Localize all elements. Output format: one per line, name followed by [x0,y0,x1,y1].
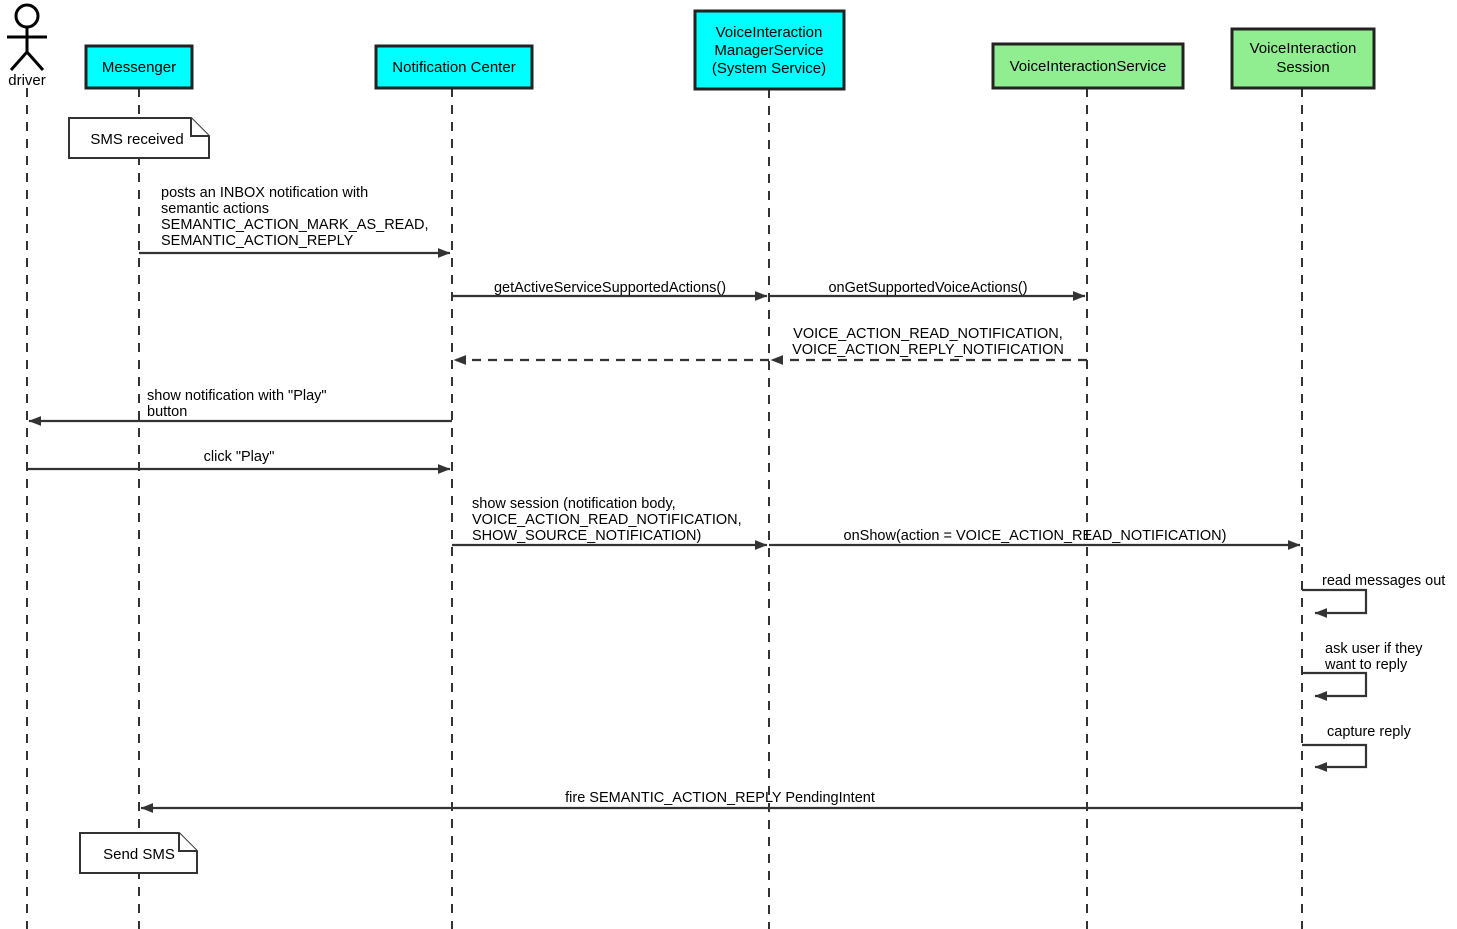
message-click-play[interactable]: click "Play" [27,449,451,474]
message-label-show-notification-2: button [147,404,187,420]
self-message-read-messages-out[interactable]: read messages out [1302,573,1445,618]
participant-box-voice-interaction-manager-service[interactable] [693,9,846,91]
actor-leg-right-icon [25,51,45,71]
message-on-show[interactable]: onShow(action = VOICE_ACTION_READ_NOTIFI… [769,528,1301,550]
note-send-sms-label: Send SMS [103,846,175,863]
message-label-show-session-2: VOICE_ACTION_READ_NOTIFICATION, [472,512,742,528]
note-sms-received: SMS received [68,117,210,159]
actor-head-icon [14,3,40,29]
participant-box-messenger[interactable] [84,44,194,90]
lifelines-group [26,88,1303,929]
message-label-return-voice-actions-1: VOICE_ACTION_READ_NOTIFICATION, [793,326,1063,342]
note-sms-received-shape [68,117,210,159]
message-show-notification-with-play-button[interactable]: show notification with "Play" button [28,388,452,426]
message-label-post-inbox-4: SEMANTIC_ACTION_REPLY [161,233,354,249]
message-label-fire-semantic-action-reply-pending-intent: fire SEMANTIC_ACTION_REPLY PendingIntent [565,790,875,806]
participant-voice-interaction-manager-service[interactable]: VoiceInteraction ManagerService (System … [693,9,846,91]
message-show-session[interactable]: show session (notification body, VOICE_A… [452,496,768,550]
self-message-label-ask-user-1: ask user if they [1325,641,1423,657]
self-message-label-ask-user-2: want to reply [1324,657,1408,673]
note-sms-received-fold-icon [190,118,209,137]
message-label-click-play: click "Play" [204,449,275,465]
participant-box-voice-interaction-service[interactable] [991,42,1185,90]
self-message-label-read-messages-out: read messages out [1322,573,1445,589]
actor-label-driver: driver [8,72,46,89]
actor-leg-left-icon [9,51,29,71]
message-label-post-inbox-2: semantic actions [161,201,269,217]
message-on-get-supported-voice-actions[interactable]: onGetSupportedVoiceActions() [769,280,1086,301]
note-send-sms: Send SMS [79,832,198,874]
participant-label-voice-interaction-service: VoiceInteractionService [1010,58,1167,75]
message-label-show-session-3: SHOW_SOURCE_NOTIFICATION) [472,528,701,544]
message-label-on-get-supported-voice-actions: onGetSupportedVoiceActions() [828,280,1027,296]
self-message-arrow-capture-reply[interactable] [1302,743,1368,772]
message-label-on-show: onShow(action = VOICE_ACTION_READ_NOTIFI… [844,528,1227,544]
self-message-ask-user-if-they-want-to-reply[interactable]: ask user if they want to reply [1302,641,1423,701]
participant-messenger[interactable]: Messenger [84,44,194,90]
message-label-show-session-1: show session (notification body, [472,496,676,512]
participant-label-messenger: Messenger [102,59,176,76]
participant-voice-interaction-service[interactable]: VoiceInteractionService [991,42,1185,90]
note-sms-received-label: SMS received [90,131,183,148]
participant-notification-center[interactable]: Notification Center [374,44,534,90]
participant-label-session-line1: VoiceInteraction [1250,40,1357,57]
message-label-post-inbox-1: posts an INBOX notification with [161,185,368,201]
message-return-voice-actions-to-vims[interactable]: VOICE_ACTION_READ_NOTIFICATION, VOICE_AC… [770,326,1087,365]
participant-label-vims-line2: ManagerService [714,42,823,59]
participant-label-vims-line3: (System Service) [712,60,826,77]
self-message-arrow-read-messages-out[interactable] [1302,588,1368,618]
self-message-capture-reply[interactable]: capture reply [1302,724,1412,772]
message-fire-semantic-action-reply-pending-intent[interactable]: fire SEMANTIC_ACTION_REPLY PendingIntent [140,790,1302,813]
participant-box-notification-center[interactable] [374,44,534,90]
actor-driver[interactable]: driver [7,3,47,89]
participant-label-session-line2: Session [1276,59,1329,76]
message-label-get-active-service-supported-actions: getActiveServiceSupportedActions() [494,280,726,296]
message-post-inbox-notification[interactable]: posts an INBOX notification with semanti… [139,185,451,258]
participant-label-vims-line1: VoiceInteraction [716,24,823,41]
message-label-show-notification-1: show notification with "Play" [147,388,327,404]
participant-box-voice-interaction-session[interactable] [1230,27,1376,90]
message-label-post-inbox-3: SEMANTIC_ACTION_MARK_AS_READ, [161,217,429,233]
self-message-label-capture-reply: capture reply [1327,724,1412,740]
message-label-return-voice-actions-2: VOICE_ACTION_REPLY_NOTIFICATION [792,342,1064,358]
note-send-sms-fold-icon [178,833,197,852]
participant-voice-interaction-session[interactable]: VoiceInteraction Session [1230,27,1376,90]
participant-label-notification-center: Notification Center [392,59,515,76]
message-get-active-service-supported-actions[interactable]: getActiveServiceSupportedActions() [452,280,768,301]
self-message-arrow-ask-user-if-they-want-to-reply[interactable] [1302,671,1368,701]
note-send-sms-shape [79,832,198,874]
